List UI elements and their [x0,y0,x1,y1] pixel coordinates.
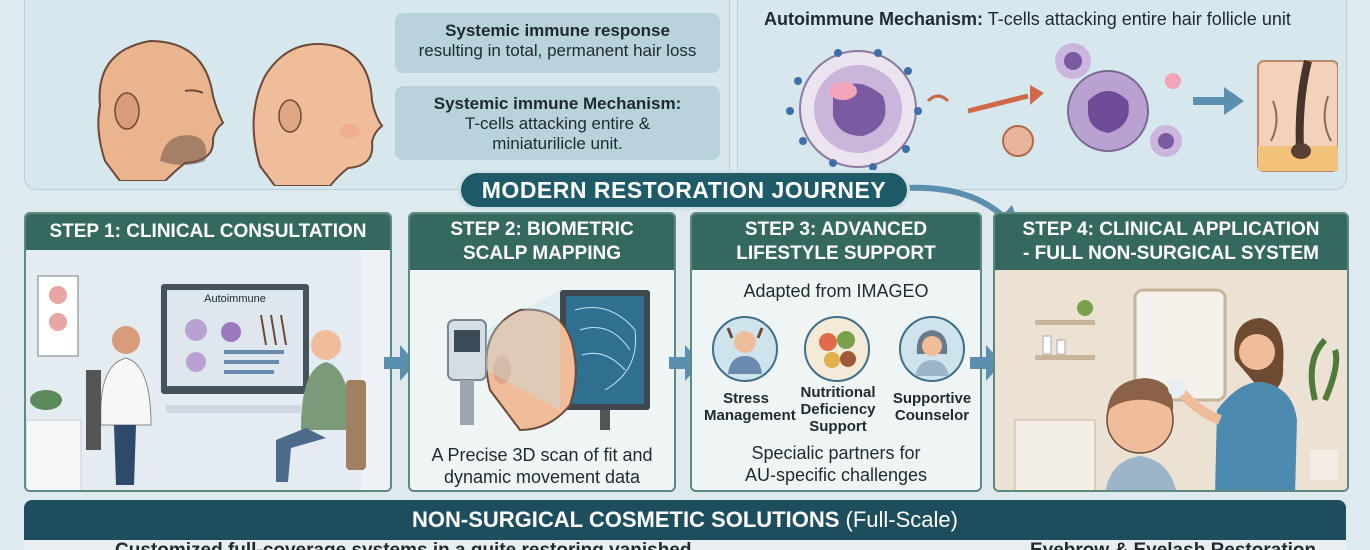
support-item-line: Nutritional [800,384,876,401]
step-3-card: STEP 3: ADVANCED LIFESTYLE SUPPORT Adapt… [690,212,982,492]
info-box-systemic-mechanism: Systemic immune Mechanism: T-cells attac… [395,86,720,160]
support-item-nutrition: Nutritional Deficiency Support [792,384,884,435]
info-box-title: Systemic immune Mechanism: [433,94,682,113]
step-2-title: STEP 2: BIOMETRIC SCALP MAPPING [410,214,674,270]
step-3-title-line: LIFESTYLE SUPPORT [736,243,936,264]
step-4-card: STEP 4: CLINICAL APPLICATION - FULL NON-… [993,212,1349,492]
solution-cut-text-right: Eyebrow & Eyelash Restoration [1030,541,1316,550]
info-box-line: miniaturilicle unit. [492,134,623,153]
adapted-from-label: Adapted from IMAGEO [743,281,929,301]
support-item-line: Stress [723,390,769,407]
info-box-systemic-response: Systemic immune response resulting in to… [395,13,720,73]
support-item-stress: Stress Management [704,390,796,424]
journey-banner: MODERN RESTORATION JOURNEY [458,170,910,210]
step-1-card: STEP 1: CLINICAL CONSULTATION Autoimmune [24,212,392,492]
support-item-line: Deficiency [800,401,876,418]
mechanism-title: Autoimmune Mechanism: T-cells attacking … [764,9,1291,30]
solution-cut-text-left: Customized full-coverage systems in a qu… [115,541,692,550]
step-3-caption: Specialic partners for AU-specific chall… [692,442,980,486]
info-box-line: T-cells attacking entire & [464,114,651,133]
support-item-line: Support [809,418,867,435]
consultation-illustration: Autoimmune [26,250,390,490]
step-4-title-line: - FULL NON-SURGICAL SYSTEM [1023,243,1319,264]
step-1-title: STEP 1: CLINICAL CONSULTATION [26,214,390,250]
female-head-illustration [252,43,384,186]
step-2-title-line: SCALP MAPPING [462,243,621,264]
info-box-title: Systemic immune response [445,21,670,40]
mechanism-title-bold: Autoimmune Mechanism: [764,9,984,29]
info-box-body: resulting in total, permanent hair loss [418,41,697,60]
step-4-title-line: STEP 4: CLINICAL APPLICATION [1022,219,1320,240]
solutions-title-rest: (Full-Scale) [839,507,958,532]
step-2-title-line: STEP 2: BIOMETRIC [450,219,634,240]
step-3-title-line: STEP 3: ADVANCED [744,219,928,240]
monitor-label: Autoimmune [204,293,266,305]
step-3-caption-line: Specialic partners for [751,443,921,463]
step-2-caption-line: A Precise 3D scan of fit and [431,445,653,465]
arrow-icon [967,93,1029,114]
stress-icon [712,316,778,382]
counselor-icon [899,316,965,382]
mechanism-title-rest: T-cells attacking entire hair follicle u… [983,9,1291,29]
clinical-application-illustration [995,270,1347,490]
step-3-title: STEP 3: ADVANCED LIFESTYLE SUPPORT [692,214,980,270]
tcell-attack-illustration [786,43,1338,172]
support-item-line: Supportive [892,390,972,407]
support-item-counselor: Supportive Counselor [887,390,977,424]
step-2-card: STEP 2: BIOMETRIC SCALP MAPPING A Precis… [408,212,676,492]
male-head-illustration [97,39,225,181]
nutrition-icon [804,316,870,382]
autoimmune-mechanism-panel: Autoimmune Mechanism: T-cells attacking … [737,0,1347,190]
step-2-caption-line: dynamic movement data [443,467,641,487]
step-3-caption-line: AU-specific challenges [744,465,928,485]
support-item-line: Counselor [894,407,970,424]
solutions-title-bold: NON-SURGICAL COSMETIC SOLUTIONS [412,507,840,532]
support-item-line: Management [704,407,796,424]
bottom-strip [24,540,1346,550]
non-surgical-solutions-bar: NON-SURGICAL COSMETIC SOLUTIONS (Full-Sc… [24,500,1346,540]
step-2-caption: A Precise 3D scan of fit and dynamic mov… [410,444,674,488]
step-4-title: STEP 4: CLINICAL APPLICATION - FULL NON-… [995,214,1347,270]
alopecia-overview-panel: Systemic immune response resulting in to… [24,0,730,190]
scalp-scan-illustration [447,290,650,432]
